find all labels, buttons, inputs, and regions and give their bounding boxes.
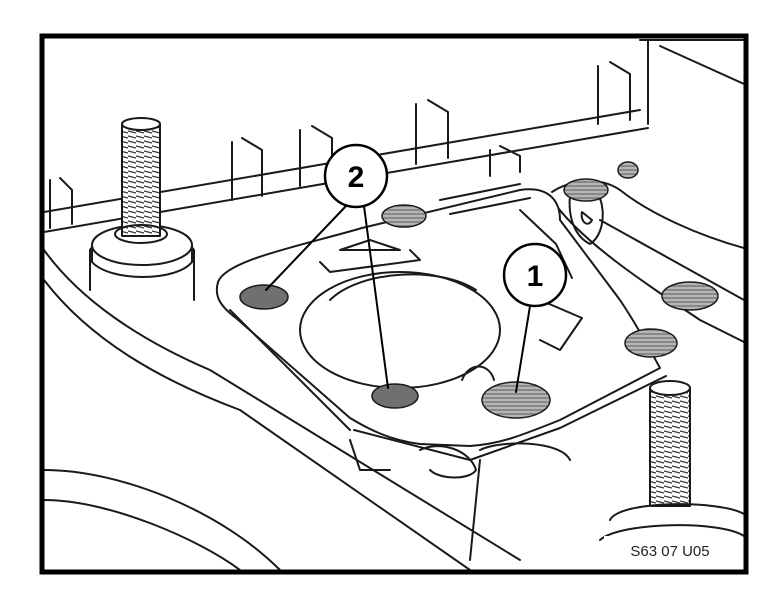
right-threaded-stud: [599, 380, 744, 541]
pad-2-lower: [371, 383, 419, 409]
leader-lines: [265, 205, 531, 393]
callout-1: 1: [502, 242, 568, 308]
pads: [239, 161, 719, 419]
reference-code: S63 07 U05: [630, 543, 709, 560]
callout-2-label: 2: [348, 161, 365, 194]
diagram-frame: [39, 33, 749, 575]
callout-2: 2: [323, 143, 389, 209]
pad-1: [481, 381, 551, 419]
callout-1-label: 1: [527, 260, 544, 293]
pad-2-upper: [239, 284, 289, 310]
left-threaded-stud: [91, 117, 193, 278]
